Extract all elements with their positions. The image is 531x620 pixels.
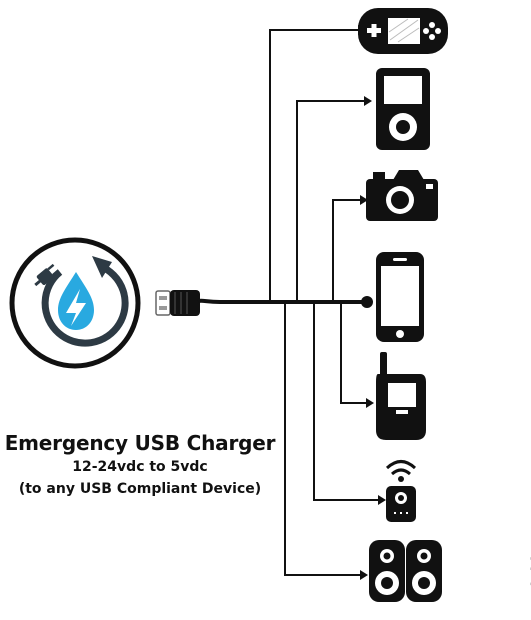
diagram-title: Emergency USB Charger bbox=[4, 431, 276, 455]
main-cable bbox=[197, 298, 366, 304]
camera-icon bbox=[366, 170, 438, 221]
game-console-icon bbox=[358, 8, 448, 54]
wire-media-player bbox=[296, 100, 364, 302]
cell-phone-icon bbox=[376, 352, 426, 440]
remote-control-icon bbox=[385, 460, 417, 522]
wire-remote-control bbox=[313, 302, 378, 501]
voltage-range: 12-24vdc to 5vdc bbox=[72, 459, 208, 475]
water-power-refresh-icon bbox=[9, 237, 141, 369]
compatibility-note: (to any USB Compliant Device) bbox=[18, 481, 262, 497]
wire-game-console bbox=[269, 29, 358, 302]
speakers-icon bbox=[369, 540, 442, 602]
wire-camera bbox=[332, 199, 360, 302]
usb-plug-icon bbox=[155, 290, 200, 316]
smartphone-icon bbox=[376, 252, 424, 342]
wire-cell-phone bbox=[340, 302, 366, 404]
media-player-icon bbox=[376, 68, 430, 150]
branch-wires bbox=[269, 29, 378, 576]
wire-speakers bbox=[284, 302, 360, 576]
title-block: Emergency USB Charger 12-24vdc to 5vdc (… bbox=[0, 430, 280, 500]
